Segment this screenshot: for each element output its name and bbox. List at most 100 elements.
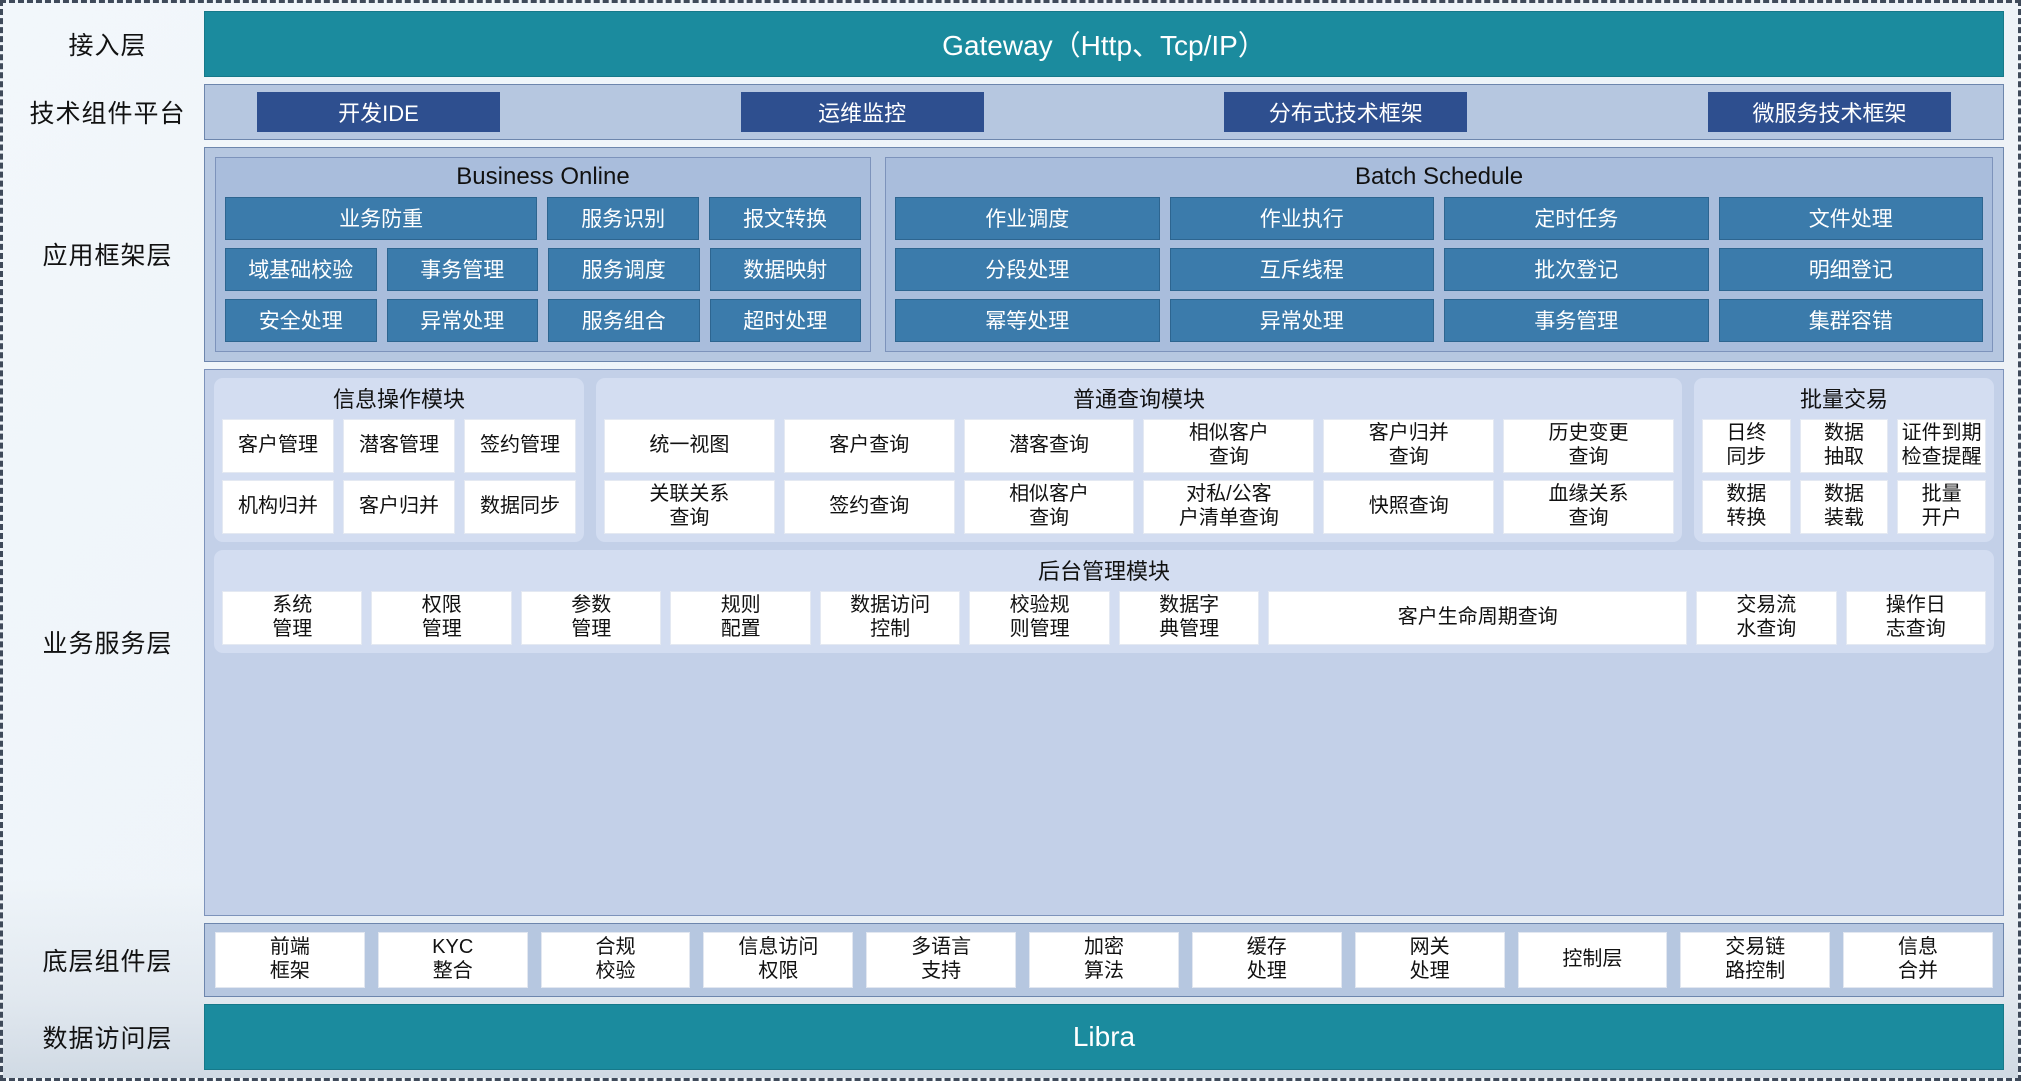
base-cell-10[interactable]: 信息 合并	[1843, 932, 1993, 988]
app-cell-0-0-0[interactable]: 业务防重	[225, 196, 538, 240]
layer-label-access: 接入层	[68, 32, 147, 60]
module-general-query-cell-0-1[interactable]: 客户查询	[783, 418, 955, 473]
admin-cell-5[interactable]: 校验规 则管理	[969, 590, 1110, 645]
module-admin-title: 后台管理模块	[1037, 558, 1170, 584]
module-batch-transaction-row-0: 日终 同步数据 抽取证件到期 检查提醒	[1702, 418, 1987, 473]
app-cell-0-0-2[interactable]: 报文转换	[709, 196, 861, 240]
admin-cell-9[interactable]: 操作日 志查询	[1845, 590, 1987, 645]
module-info-operations-cell-0-1[interactable]: 潜客管理	[343, 418, 455, 473]
module-general-query-row-1: 关联关系 查询签约查询相似客户 查询对私/公客 户清单查询快照查询血缘关系 查询	[604, 479, 1674, 534]
app-group-1-row-2: 幂等处理异常处理事务管理集群容错	[895, 298, 1983, 342]
app-cell-0-2-3[interactable]: 超时处理	[709, 298, 861, 342]
base-cell-7[interactable]: 网关 处理	[1354, 932, 1505, 988]
module-batch-transaction-cell-0-2[interactable]: 证件到期 检查提醒	[1897, 418, 1987, 473]
module-info-operations-grid: 客户管理潜客管理签约管理机构归并客户归并数据同步	[222, 418, 576, 534]
module-general-query-cell-1-0[interactable]: 关联关系 查询	[604, 479, 775, 534]
admin-cell-4[interactable]: 数据访问 控制	[819, 590, 961, 645]
module-general-query-cell-0-4[interactable]: 客户归并 查询	[1323, 418, 1495, 473]
platform-chip-1[interactable]: 运维监控	[740, 92, 984, 132]
app-cell-1-0-0[interactable]: 作业调度	[895, 196, 1160, 240]
module-info-operations-cell-1-2[interactable]: 数据同步	[464, 479, 576, 534]
platform-chip-2[interactable]: 分布式技术框架	[1224, 92, 1468, 132]
app-cell-1-1-0[interactable]: 分段处理	[895, 247, 1160, 291]
module-batch-transaction-cell-0-0[interactable]: 日终 同步	[1702, 418, 1791, 473]
module-admin-row: 系统 管理权限 管理参数 管理规则 配置数据访问 控制校验规 则管理数据字 典管…	[222, 590, 1987, 645]
platform-chip-0[interactable]: 开发IDE	[257, 92, 500, 132]
base-cell-8[interactable]: 控制层	[1517, 932, 1668, 988]
app-cell-0-2-2[interactable]: 服务组合	[548, 298, 700, 342]
module-admin-grid: 系统 管理权限 管理参数 管理规则 配置数据访问 控制校验规 则管理数据字 典管…	[222, 590, 1987, 645]
layer-label-platform: 技术组件平台	[29, 100, 186, 128]
module-general-query-cell-0-0[interactable]: 统一视图	[604, 418, 775, 473]
module-batch-transaction-row-1: 数据 转换数据 装载批量 开户	[1702, 479, 1987, 534]
module-admin: 后台管理模块 系统 管理权限 管理参数 管理规则 配置数据访问 控制校验规 则管…	[214, 549, 1994, 653]
module-info-operations-cell-1-0[interactable]: 机构归并	[222, 479, 334, 534]
app-cell-1-0-1[interactable]: 作业执行	[1169, 196, 1434, 240]
app-cell-0-2-0[interactable]: 安全处理	[225, 298, 377, 342]
base-cell-1[interactable]: KYC 整合	[377, 932, 528, 988]
base-cell-5[interactable]: 加密 算法	[1029, 932, 1179, 988]
app-cell-0-1-0[interactable]: 域基础校验	[225, 247, 377, 291]
app-group-1-row-0: 作业调度作业执行定时任务文件处理	[895, 196, 1983, 240]
admin-cell-7[interactable]: 客户生命周期查询	[1268, 590, 1688, 645]
layer-stack: 接入层 Gateway（Http、Tcp/IP） 技术组件平台 开发IDE 运维监…	[11, 11, 2004, 1070]
app-cell-0-1-1[interactable]: 事务管理	[386, 247, 538, 291]
app-cell-1-1-3[interactable]: 明细登记	[1718, 247, 1983, 291]
admin-cell-2[interactable]: 参数 管理	[520, 590, 662, 645]
module-general-query-cell-1-4[interactable]: 快照查询	[1323, 479, 1495, 534]
app-cell-1-0-3[interactable]: 文件处理	[1718, 196, 1983, 240]
admin-cell-0[interactable]: 系统 管理	[222, 590, 363, 645]
app-cell-1-2-1[interactable]: 异常处理	[1169, 298, 1434, 342]
app-cell-1-0-2[interactable]: 定时任务	[1444, 196, 1709, 240]
app-cell-1-2-3[interactable]: 集群容错	[1718, 298, 1983, 342]
module-general-query-cell-1-2[interactable]: 相似客户 查询	[963, 479, 1135, 534]
libra-bar[interactable]: Libra	[204, 1004, 2004, 1070]
app-group-0-row-1: 域基础校验事务管理服务调度数据映射	[225, 247, 861, 291]
layer-label-data-access: 数据访问层	[42, 1025, 173, 1053]
module-general-query-cell-0-2[interactable]: 潜客查询	[963, 418, 1135, 473]
module-batch-transaction-cell-1-2[interactable]: 批量 开户	[1897, 479, 1987, 534]
module-info-operations-cell-1-1[interactable]: 客户归并	[343, 479, 455, 534]
module-general-query-cell-0-3[interactable]: 相似客户 查询	[1143, 418, 1315, 473]
module-info-operations-cell-0-2[interactable]: 签约管理	[464, 418, 576, 473]
module-general-query-grid: 统一视图客户查询潜客查询相似客户 查询客户归并 查询历史变更 查询关联关系 查询…	[604, 418, 1674, 534]
module-general-query-cell-0-5[interactable]: 历史变更 查询	[1503, 418, 1674, 473]
admin-cell-8[interactable]: 交易流 水查询	[1696, 590, 1837, 645]
app-cell-1-1-2[interactable]: 批次登记	[1444, 247, 1709, 291]
layer-row-business-service: 业务服务层 信息操作模块客户管理潜客管理签约管理机构归并客户归并数据同步普通查询…	[11, 368, 2004, 916]
module-info-operations-cell-0-0[interactable]: 客户管理	[222, 418, 334, 473]
base-cell-9[interactable]: 交易链 路控制	[1680, 932, 1831, 988]
module-batch-transaction-cell-0-1[interactable]: 数据 抽取	[1799, 418, 1889, 473]
base-cell-4[interactable]: 多语言 支持	[866, 932, 1017, 988]
admin-cell-3[interactable]: 规则 配置	[670, 590, 811, 645]
admin-cell-1[interactable]: 权限 管理	[371, 590, 512, 645]
admin-cell-6[interactable]: 数据字 典管理	[1118, 590, 1260, 645]
app-cell-1-2-2[interactable]: 事务管理	[1444, 298, 1709, 342]
app-cell-1-2-0[interactable]: 幂等处理	[895, 298, 1160, 342]
app-cell-0-0-1[interactable]: 服务识别	[547, 196, 700, 240]
base-cell-0[interactable]: 前端 框架	[215, 932, 365, 988]
layer-label-base-components: 底层组件层	[42, 948, 173, 976]
app-cell-0-1-3[interactable]: 数据映射	[709, 247, 861, 291]
base-cell-6[interactable]: 缓存 处理	[1191, 932, 1342, 988]
module-batch-transaction-cell-1-1[interactable]: 数据 装载	[1799, 479, 1889, 534]
module-general-query-cell-1-3[interactable]: 对私/公客 户清单查询	[1143, 479, 1315, 534]
module-general-query-cell-1-1[interactable]: 签约查询	[783, 479, 955, 534]
gateway-bar[interactable]: Gateway（Http、Tcp/IP）	[204, 11, 2004, 77]
base-cell-3[interactable]: 信息访问 权限	[703, 932, 854, 988]
module-batch-transaction-cell-1-0[interactable]: 数据 转换	[1702, 479, 1791, 534]
app-group-0-row-2: 安全处理异常处理服务组合超时处理	[225, 298, 861, 342]
module-info-operations-title: 信息操作模块	[332, 386, 465, 412]
layer-label-app-framework: 应用框架层	[42, 242, 173, 271]
app-cell-0-1-2[interactable]: 服务调度	[548, 247, 700, 291]
base-cell-2[interactable]: 合规 校验	[540, 932, 691, 988]
app-cell-0-2-1[interactable]: 异常处理	[386, 298, 538, 342]
module-general-query-cell-1-5[interactable]: 血缘关系 查询	[1503, 479, 1674, 534]
platform-chip-3[interactable]: 微服务技术框架	[1707, 92, 1951, 132]
app-cell-1-1-1[interactable]: 互斥线程	[1169, 247, 1434, 291]
